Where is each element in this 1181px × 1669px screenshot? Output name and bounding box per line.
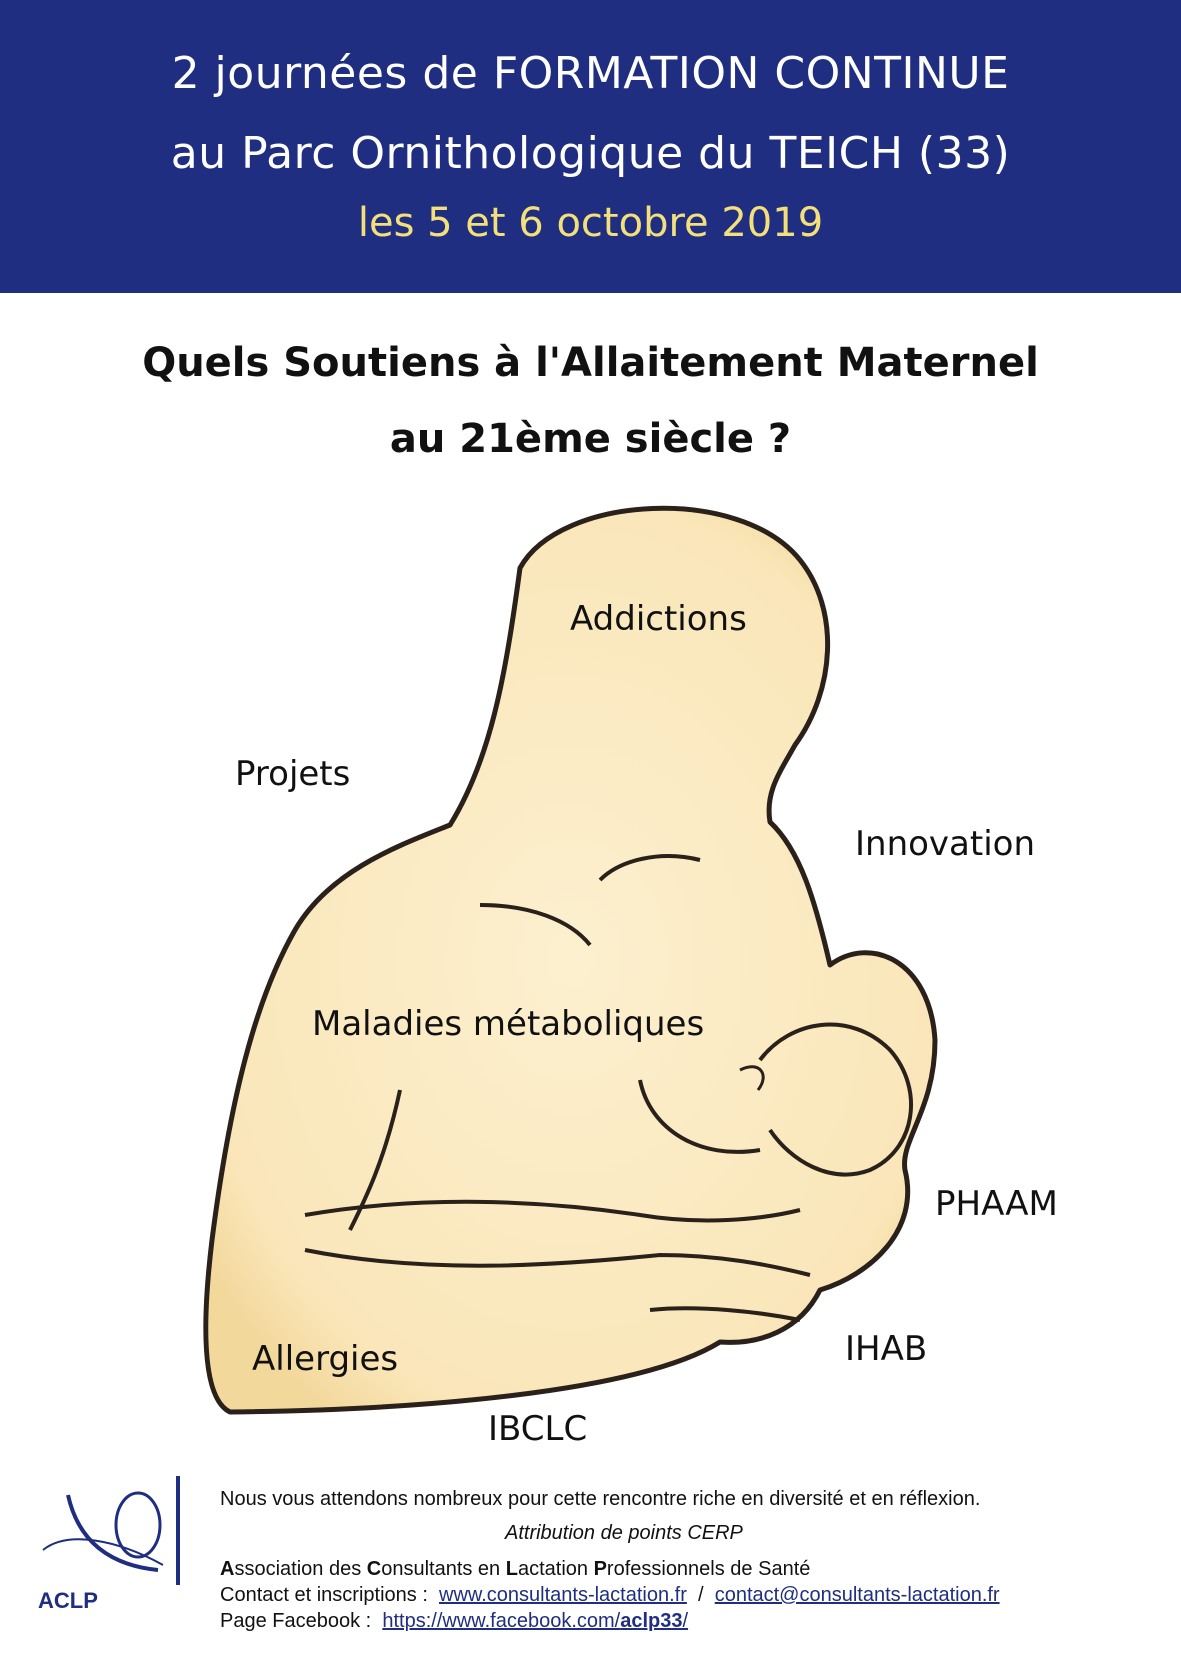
topic-projets: Projets — [235, 754, 350, 794]
aclp-logo — [42, 1475, 181, 1585]
contact-label: Contact et inscriptions : — [220, 1584, 428, 1606]
mother-silhouette — [203, 505, 938, 1415]
email-link[interactable]: contact@consultants-lactation.fr — [714, 1584, 1000, 1606]
topic-addictions: Addictions — [570, 599, 747, 639]
topic-phaam: PHAAM — [935, 1184, 1058, 1224]
footer-invite: Nous vous attendons nombreux pour cette … — [220, 1488, 981, 1510]
arm-upper-line — [304, 1199, 801, 1223]
main-question-line-1: Quels Soutiens à l'Allaitement Maternel — [142, 340, 1039, 386]
aclp-logo-text: ACLP — [38, 1588, 98, 1613]
contact-separator: / — [698, 1584, 704, 1606]
breastfeeding-illustration: Addictions Projets Innovation Maladies m… — [203, 505, 1058, 1449]
header-line-1: 2 journées de FORMATION CONTINUE — [171, 48, 1010, 99]
hand-line — [649, 1306, 801, 1322]
main-question-line-2: au 21ème siècle ? — [389, 416, 792, 462]
website-link[interactable]: www.consultants-lactation.fr — [439, 1584, 687, 1606]
topic-innovation: Innovation — [855, 824, 1035, 864]
chin-line — [598, 854, 701, 882]
torso-fold-line — [348, 1089, 402, 1231]
footer-cerp: Attribution de points CERP — [505, 1522, 743, 1544]
header-line-2: au Parc Ornithologique du TEICH (33) — [170, 128, 1011, 179]
facebook-label: Page Facebook : — [220, 1610, 372, 1632]
footer-facebook: Page Facebook : https://www.facebook.com… — [220, 1610, 688, 1633]
header-banner: 2 journées de FORMATION CONTINUE au Parc… — [0, 0, 1181, 293]
baby-head-outline — [758, 1022, 913, 1177]
topic-maladies: Maladies métaboliques — [312, 1004, 704, 1044]
topic-allergies: Allergies — [252, 1339, 398, 1379]
arm-lower-line — [304, 1248, 811, 1277]
baby-ear-line — [739, 1065, 765, 1091]
collar-line — [479, 903, 592, 947]
header-date: les 5 et 6 octobre 2019 — [357, 200, 824, 246]
footer: ACLP Nous vous attendons nombreux pour c… — [0, 1470, 1181, 1669]
breast-line — [638, 1079, 761, 1154]
footer-association-name: Association des Consultants en Lactation… — [220, 1558, 811, 1580]
topic-ihab: IHAB — [845, 1329, 927, 1369]
footer-contact: Contact et inscriptions : www.consultant… — [220, 1584, 1000, 1607]
topic-ibclc: IBCLC — [488, 1409, 587, 1449]
facebook-link[interactable]: https://www.facebook.com/aclp33/ — [382, 1610, 689, 1632]
